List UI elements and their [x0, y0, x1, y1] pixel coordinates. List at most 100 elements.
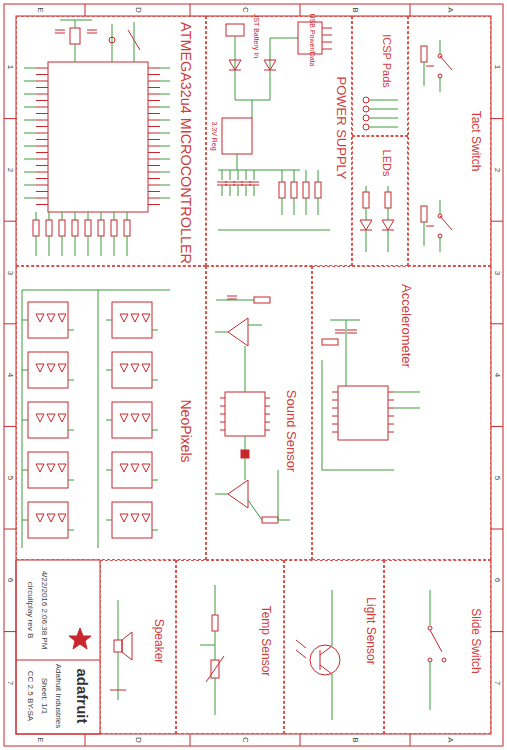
accelerometer-chip	[338, 386, 388, 440]
led-symbol	[36, 364, 44, 372]
resistor-symbol	[254, 297, 270, 303]
schematic-section: POWER SUPPLY	[206, 16, 352, 266]
pin	[148, 126, 160, 127]
wire	[245, 458, 246, 480]
zone-number: 4	[6, 373, 14, 377]
schematic-section: LEDs	[352, 136, 408, 266]
wire	[215, 332, 228, 333]
resistor-symbol	[421, 46, 427, 62]
schematic-section: Light Sensor	[284, 560, 384, 734]
part-label: 3.3V Reg	[211, 121, 218, 150]
led-symbol	[142, 514, 150, 522]
speaker-symbol	[114, 640, 122, 652]
pin	[388, 424, 394, 425]
wire	[238, 185, 239, 196]
led-symbol	[36, 414, 44, 422]
pin	[148, 146, 160, 147]
pin	[36, 68, 48, 69]
wire	[160, 159, 170, 160]
wire	[245, 346, 246, 392]
capacitor-symbol	[87, 33, 97, 34]
zone-letter: D	[134, 7, 142, 13]
switch-contact	[428, 626, 432, 630]
icsp-pad	[363, 124, 369, 130]
section-title: Temp Sensor	[260, 606, 272, 677]
jst-connector	[226, 24, 244, 36]
pin	[36, 191, 48, 192]
pin	[265, 414, 270, 415]
wire	[388, 208, 389, 220]
led-symbol	[47, 314, 55, 322]
resistor-symbol	[46, 220, 52, 236]
wire	[306, 170, 307, 182]
wire	[424, 62, 425, 86]
pin	[332, 432, 338, 433]
zone-tick	[85, 4, 86, 16]
wire	[127, 236, 128, 256]
wire	[106, 470, 112, 471]
pin	[148, 165, 160, 166]
wire	[430, 662, 431, 710]
led-symbol	[58, 414, 66, 422]
neopixel-symbol	[28, 302, 68, 338]
zone-number: 7	[493, 681, 501, 685]
zone-tick	[410, 734, 411, 746]
wire	[24, 146, 36, 147]
zone-tick	[4, 221, 16, 222]
switch-contact	[428, 658, 432, 662]
zone-number: 6	[493, 578, 501, 582]
pin	[220, 422, 225, 423]
led-symbol	[131, 514, 139, 522]
wire	[118, 652, 119, 700]
pin	[220, 406, 225, 407]
neopixel-symbol	[28, 502, 68, 538]
wire	[24, 172, 36, 173]
wire	[282, 170, 283, 182]
pin	[388, 416, 394, 417]
zone-tick	[300, 4, 301, 16]
zone-tick	[491, 221, 503, 222]
pin	[148, 100, 160, 101]
section-title: ATMEGA32u4 MICROCONTROLLER	[179, 22, 193, 264]
zone-letter: A	[446, 7, 454, 12]
wire	[68, 430, 74, 431]
zone-number: 7	[6, 681, 14, 685]
switch-contact	[109, 37, 115, 43]
wire	[160, 172, 170, 173]
led-symbol	[58, 464, 66, 472]
pin	[36, 81, 48, 82]
zone-number: 6	[6, 578, 14, 582]
led-symbol	[142, 464, 150, 472]
resistor-symbol	[33, 220, 39, 236]
led-symbol	[120, 414, 128, 422]
pin	[148, 120, 160, 121]
diode-symbol	[229, 70, 241, 71]
schematic-section: Slide Switch	[384, 560, 491, 734]
pin	[148, 94, 160, 95]
title-block	[16, 560, 100, 734]
pin	[36, 178, 48, 179]
pin	[388, 408, 394, 409]
switch-contact	[442, 658, 446, 662]
wire	[101, 212, 102, 220]
pin	[265, 422, 270, 423]
wire	[346, 320, 347, 386]
wire	[68, 480, 74, 481]
led-symbol	[36, 314, 44, 322]
led-symbol	[120, 364, 128, 372]
led-symbol	[58, 364, 66, 372]
resistor-symbol	[262, 517, 278, 523]
pin	[148, 172, 160, 173]
led-symbol	[120, 464, 128, 472]
zone-letter: D	[134, 737, 142, 743]
wire	[75, 212, 76, 220]
resistor-symbol	[315, 182, 321, 198]
led-symbol	[131, 314, 139, 322]
pin	[148, 139, 160, 140]
crystal-symbol	[70, 28, 80, 44]
led-symbol	[47, 514, 55, 522]
pin	[265, 398, 270, 399]
wire	[24, 133, 36, 134]
zone-tick	[4, 529, 16, 530]
pin	[148, 159, 160, 160]
